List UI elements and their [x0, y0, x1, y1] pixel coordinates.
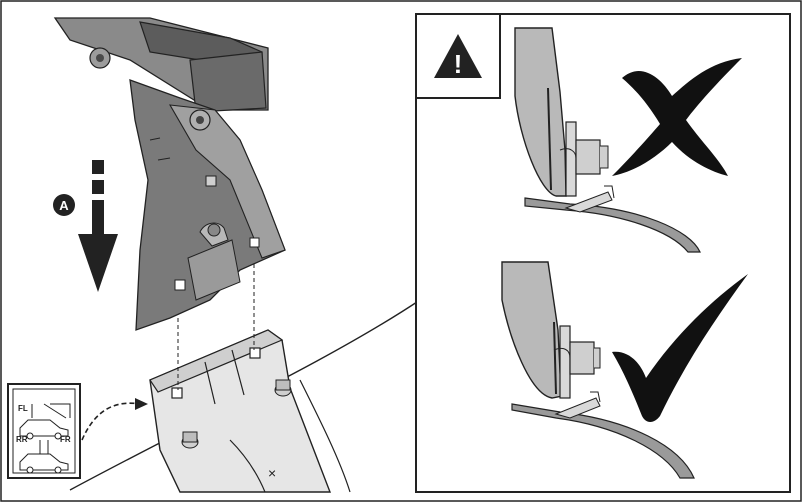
legend-pointer-arrow: [81, 402, 141, 441]
legend-rear-left: RR: [16, 435, 28, 444]
step-marker-label: A: [59, 198, 69, 213]
legend-rear-right: FR: [60, 435, 71, 444]
step-marker: A: [53, 194, 75, 216]
cross-mark-icon: [612, 58, 742, 176]
check-mark-icon: [612, 274, 748, 422]
rack-foot: [53, 17, 286, 331]
correct-example: [501, 261, 748, 479]
main-illustration: ×: [7, 17, 421, 493]
position-legend: FL RR FR: [7, 383, 81, 479]
warning-symbol: !: [454, 49, 463, 79]
legend-front-left: FL: [18, 404, 28, 413]
warning-triangle-icon: [434, 34, 482, 78]
roof-bracket: ×: [149, 329, 351, 493]
down-arrow: [78, 160, 118, 292]
svg-text:×: ×: [268, 465, 276, 481]
warning-panel: !: [415, 13, 791, 493]
legend-pointer-arrowhead: [135, 398, 148, 410]
incorrect-example: [514, 27, 742, 253]
